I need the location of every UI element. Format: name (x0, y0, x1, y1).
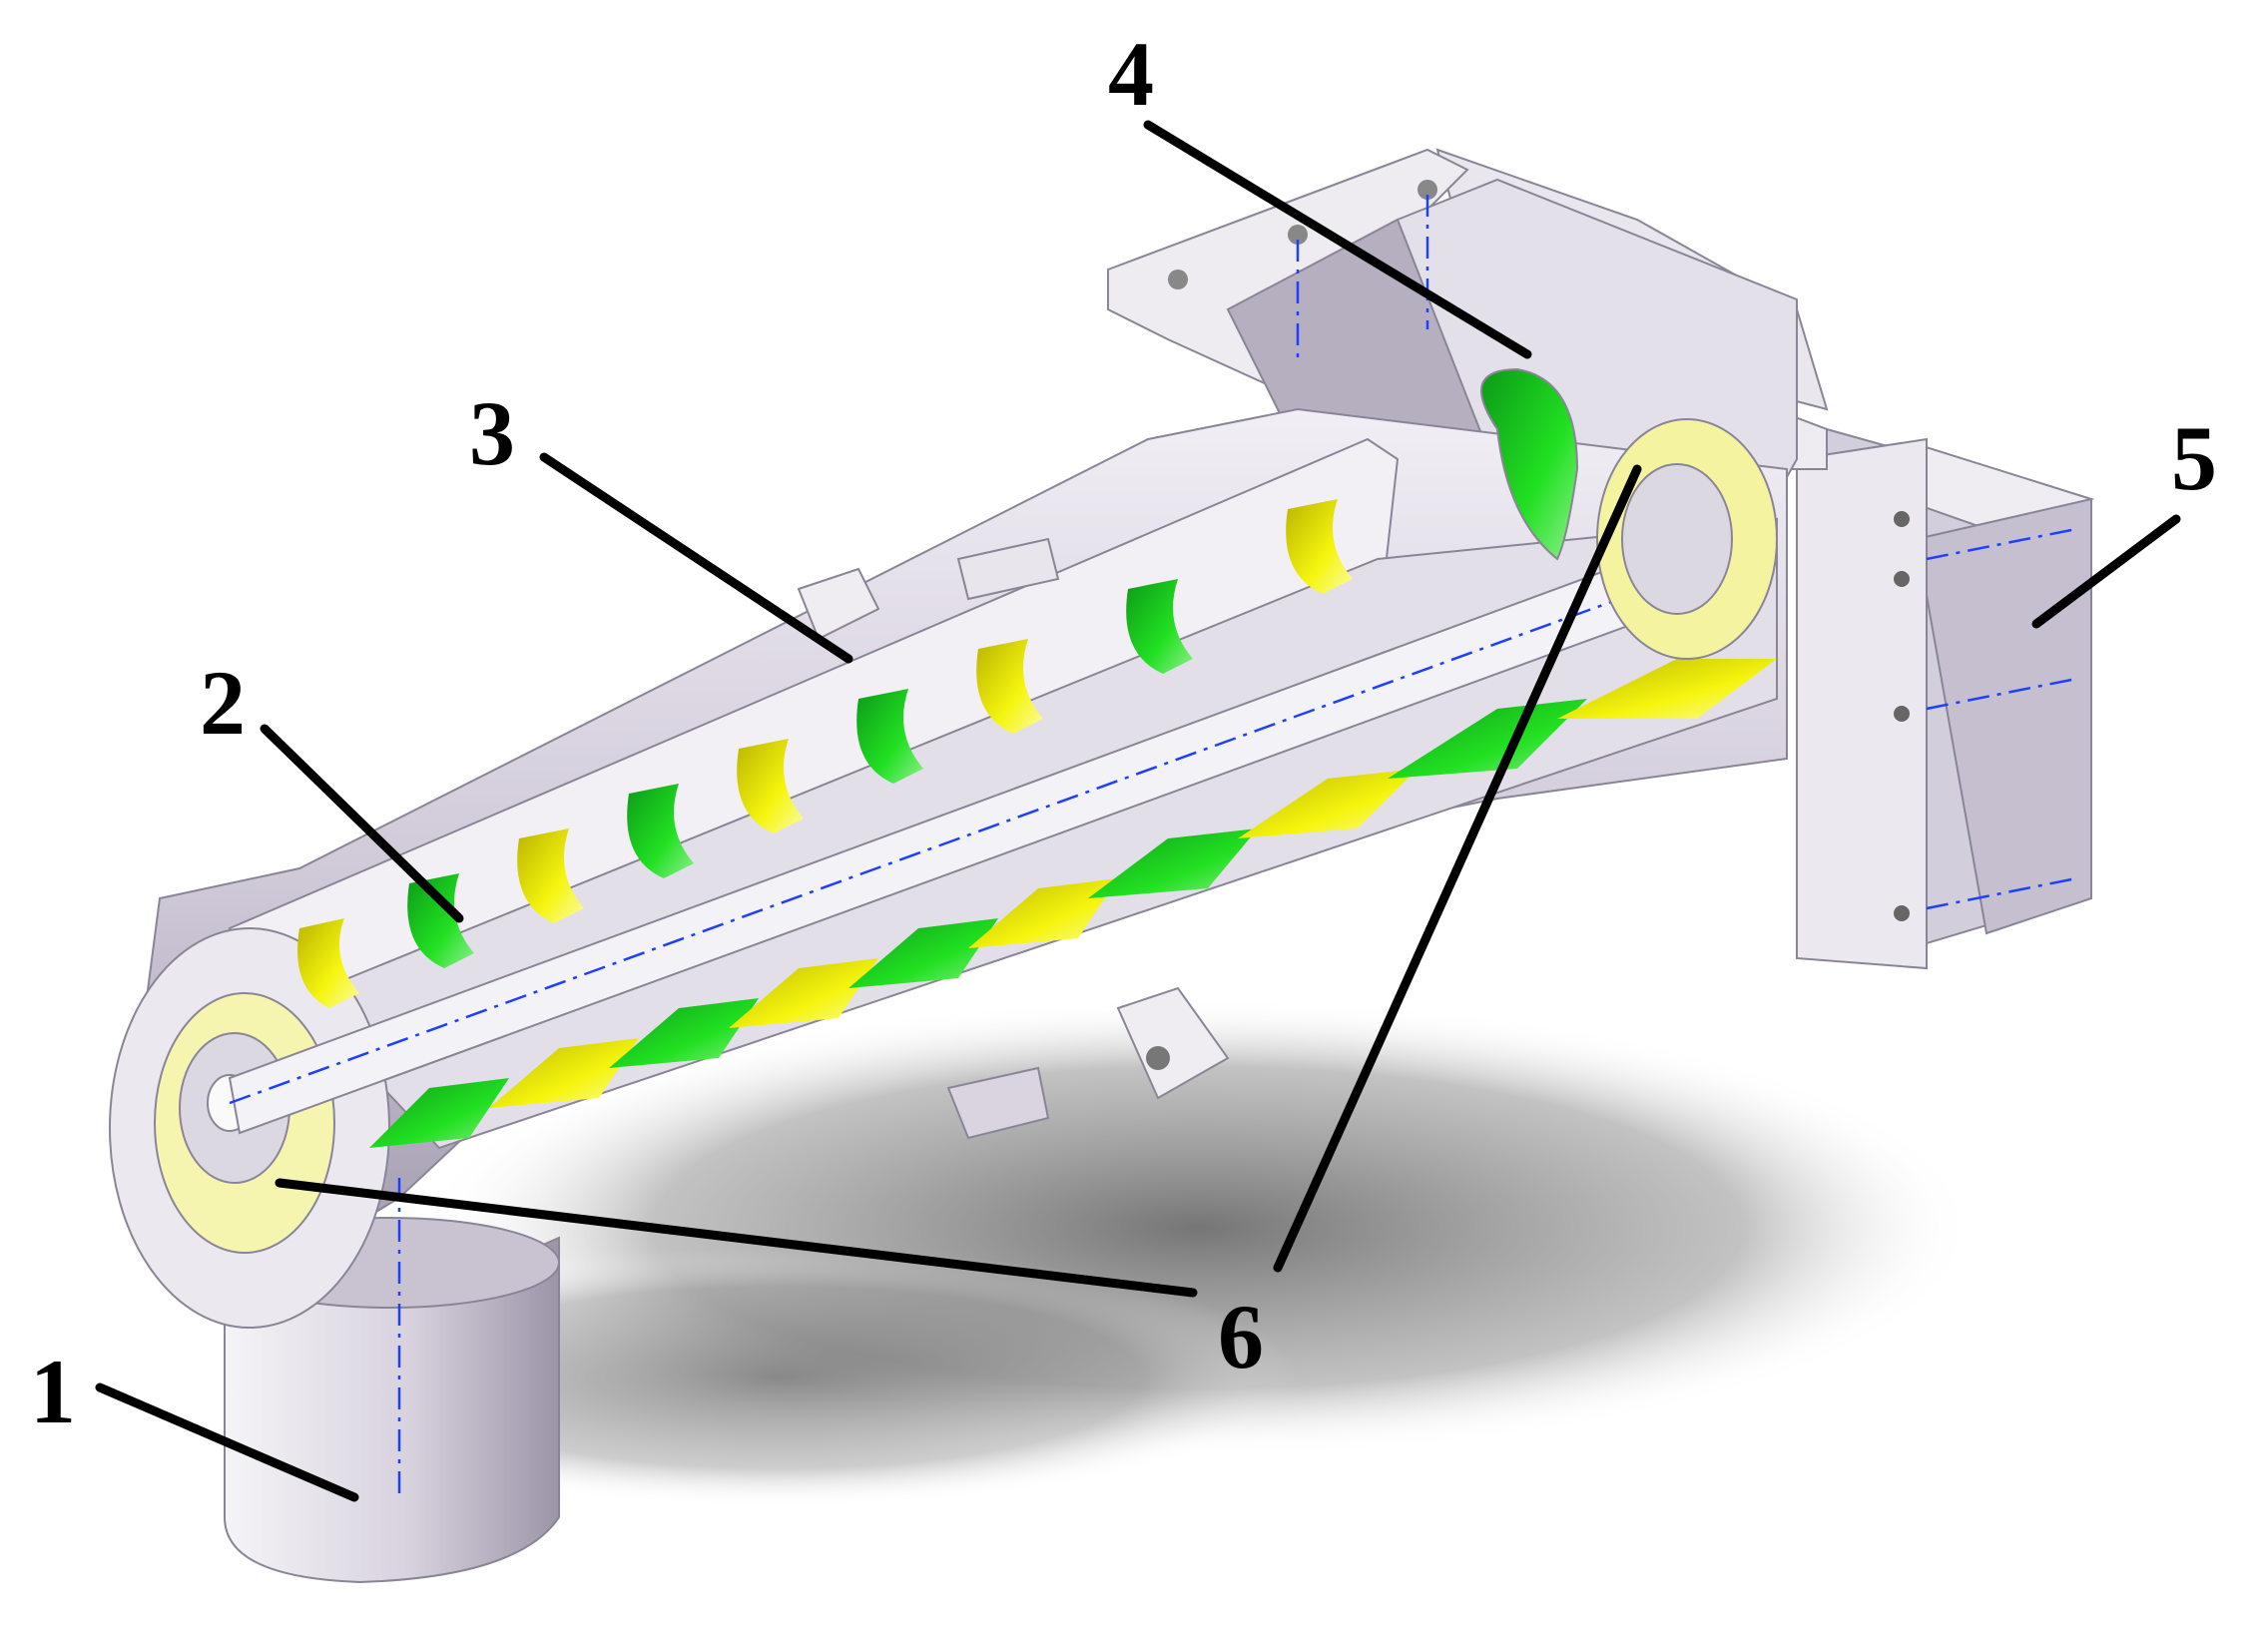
leader-6b (1273, 464, 1642, 1273)
lower-blade-row (369, 659, 1777, 1148)
mounting-lugs (797, 537, 1230, 1140)
end-housing-block (1435, 148, 2095, 970)
leader-2 (260, 724, 464, 923)
upper-blade-row (297, 499, 1353, 1008)
leader-5 (2031, 514, 2181, 629)
callout-2: 2 (200, 652, 246, 754)
callout-6: 6 (1218, 1286, 1264, 1387)
callout-5: 5 (2171, 407, 2217, 509)
leader-3 (539, 452, 853, 664)
outlet-volute-blade (1480, 367, 1579, 561)
callout-1: 1 (30, 1341, 76, 1442)
leader-1 (95, 1382, 359, 1502)
callout-labels: 1 2 3 4 5 6 (30, 23, 2217, 1442)
leader-6a (275, 1178, 1198, 1298)
leader-4 (1143, 120, 1532, 359)
leader-lines (95, 120, 2181, 1502)
outlet-bearing-ring (1596, 418, 1778, 660)
callout-3: 3 (469, 382, 515, 484)
callout-4: 4 (1108, 23, 1154, 125)
